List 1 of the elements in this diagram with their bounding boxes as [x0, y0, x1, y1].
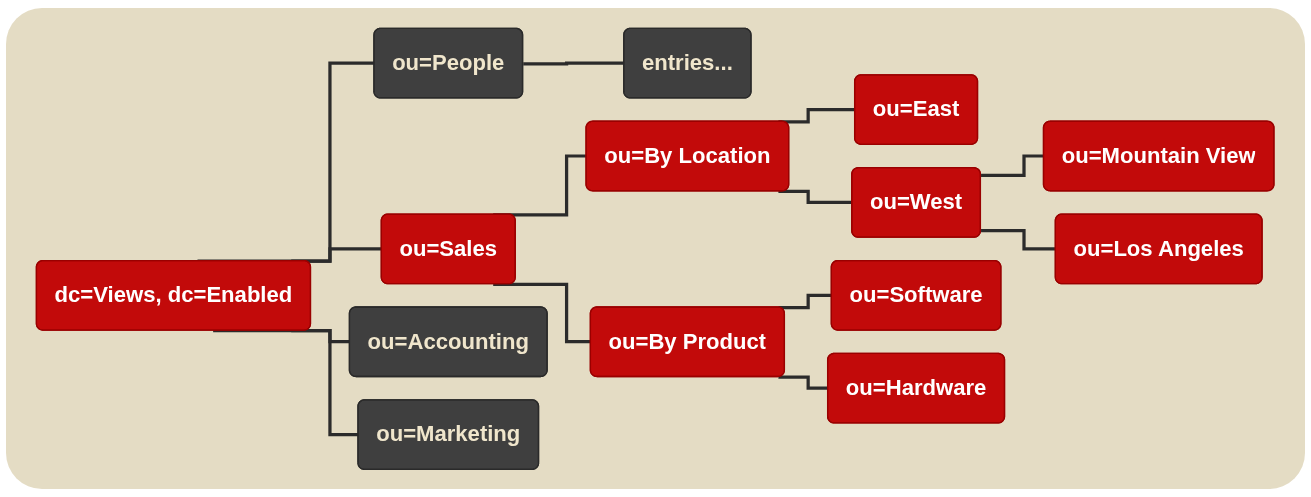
panel-background: dc=Views, dc=Enabled ou=People entries... ou=Sales ou=By Location ou=East ou=West ou=Mountain View ou=Los Angeles ou=By Product ou=Software ou=Hardware ou=Accounting ou=Marketing: [6, 8, 1305, 489]
